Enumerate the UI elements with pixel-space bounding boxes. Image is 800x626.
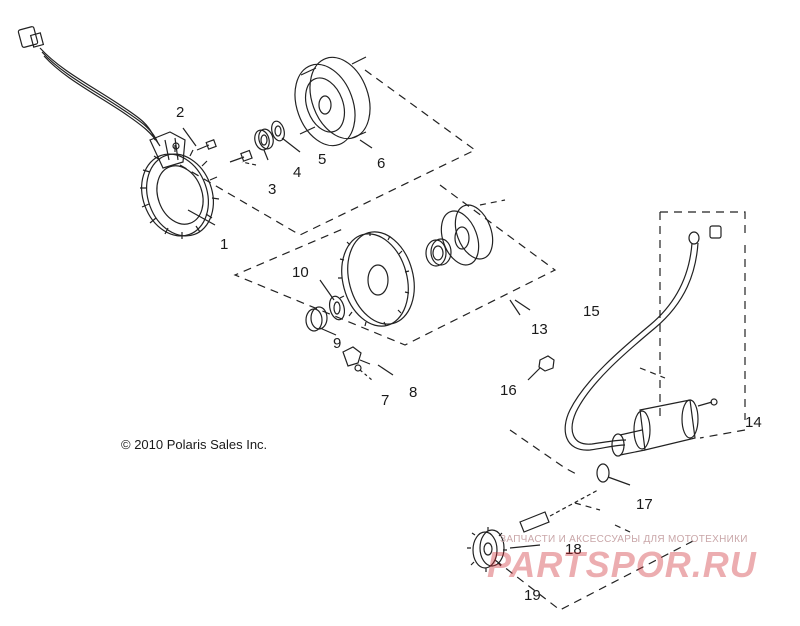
washer-part-5 (271, 120, 301, 153)
callout-1: 1 (220, 236, 229, 253)
callout-2: 2 (176, 104, 185, 121)
screw-part-3 (229, 149, 257, 166)
bolt-part-7 (354, 364, 373, 381)
screw-part-2 (182, 127, 217, 151)
callout-18: 18 (565, 541, 582, 558)
callout-5: 5 (318, 151, 327, 168)
callout-4: 4 (293, 164, 302, 181)
callout-16: 16 (500, 382, 517, 399)
callout-15: 15 (583, 303, 600, 320)
starter-motor-assembly (467, 225, 722, 572)
nut-part-16 (527, 355, 555, 381)
bearing-part-4 (254, 128, 274, 161)
watermark-logo: PARTSPOR.RU (487, 544, 757, 585)
callout-13: 13 (531, 321, 548, 338)
callout-14: 14 (745, 414, 762, 431)
callout-7: 7 (381, 392, 390, 409)
callout-10: 10 (292, 264, 309, 281)
callout-17: 17 (636, 496, 653, 513)
starter-gear-assembly (305, 204, 494, 336)
stator-part-1 (17, 26, 220, 239)
callout-19: 19 (524, 587, 541, 604)
watermark-tagline: ЗАПЧАСТИ И АКСЕССУАРЫ ДЛЯ МОТОТЕХНИКИ (500, 534, 748, 545)
callout-8: 8 (409, 384, 418, 401)
retainer-part-8 (342, 346, 394, 376)
callout-6: 6 (377, 155, 386, 172)
copyright-notice: © 2010 Polaris Sales Inc. (121, 437, 268, 452)
flywheel-part-6 (294, 56, 373, 149)
callout-3: 3 (268, 181, 277, 198)
callout-9: 9 (333, 335, 342, 352)
